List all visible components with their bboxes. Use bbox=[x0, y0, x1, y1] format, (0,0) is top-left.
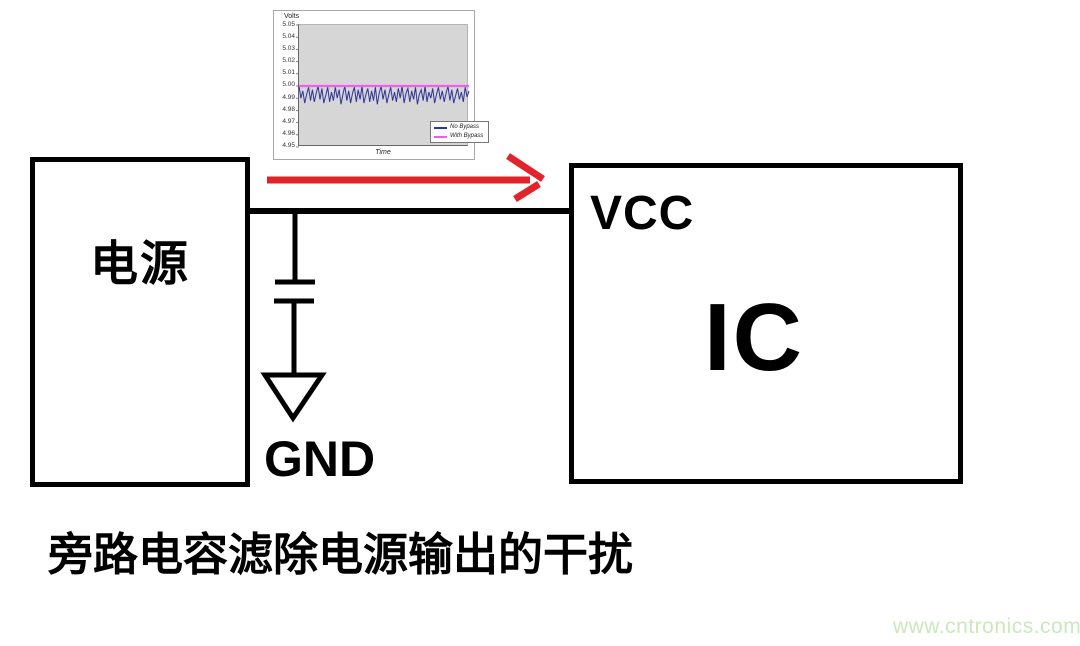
legend-entry: With Bypass bbox=[434, 133, 485, 140]
y-tick-label: 5.00 bbox=[282, 81, 295, 89]
y-tick-label: 5.03 bbox=[282, 45, 295, 53]
ground-triangle-icon bbox=[260, 372, 327, 423]
ic-label: IC bbox=[704, 284, 804, 391]
gnd-label: GND bbox=[264, 431, 376, 487]
y-tick-label: 4.97 bbox=[282, 117, 295, 125]
vcc-wire bbox=[250, 208, 572, 214]
caption-text: 旁路电容滤除电源输出的干扰 bbox=[48, 529, 634, 580]
legend-entry: No Bypass bbox=[434, 124, 485, 131]
capacitor-and-ground-symbol bbox=[260, 208, 327, 423]
y-tick-label: 5.02 bbox=[282, 57, 295, 65]
legend-label: With Bypass bbox=[450, 133, 484, 139]
y-tick-labels: 5.05 5.04 5.03 5.02 5.01 5.00 4.99 4.98 4.97 4.96… bbox=[274, 21, 295, 149]
vcc-pin-label: VCC bbox=[590, 187, 695, 240]
legend-line-sample bbox=[434, 135, 447, 138]
y-tick-label: 4.95 bbox=[282, 141, 295, 149]
series-line-no-bypass bbox=[298, 85, 470, 105]
red-arrow-icon bbox=[267, 153, 545, 202]
y-tick-label: 5.01 bbox=[282, 69, 295, 77]
y-tick-label: 4.96 bbox=[282, 129, 295, 137]
power-supply-label: 电源 bbox=[89, 238, 190, 291]
y-tick-label: 5.04 bbox=[282, 33, 295, 41]
legend-line-sample bbox=[434, 126, 447, 129]
waveform-svg bbox=[296, 24, 470, 148]
legend-label: No Bypass bbox=[450, 124, 480, 130]
y-tick-label: 4.98 bbox=[282, 105, 295, 113]
chart-xlabel: Time bbox=[375, 149, 391, 156]
chart-ylabel: Volts bbox=[284, 13, 300, 20]
watermark-text: www.cntronics.com bbox=[893, 615, 1080, 638]
y-tick-label: 4.99 bbox=[282, 93, 295, 101]
voltage-chart: Volts 5.05 5.04 5.03 5.02 5.01 5.00 4.99 4.98 4.… bbox=[273, 10, 489, 160]
ic-box: VCC IC bbox=[569, 163, 963, 484]
power-supply-box: 电源 bbox=[30, 157, 250, 487]
y-tick-label: 5.05 bbox=[282, 21, 295, 28]
